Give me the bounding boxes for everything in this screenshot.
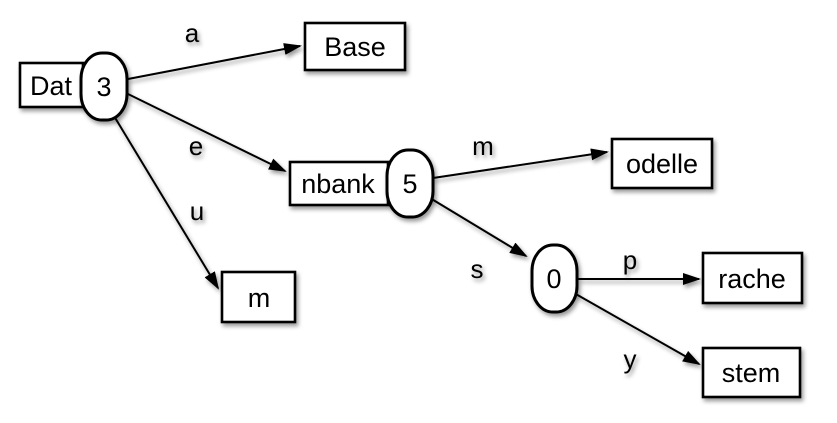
- edge-e-arrow: [127, 93, 287, 172]
- node-base-label: Base: [324, 32, 386, 62]
- node-5-label: 5: [402, 169, 417, 199]
- edge-label-u: u: [190, 196, 204, 226]
- edge-y-arrow: [573, 292, 701, 365]
- node-nbank-label: nbank: [301, 169, 375, 199]
- nodes-layer: Dat 3 Base nbank 5 od: [18, 21, 804, 399]
- node-base-box: [303, 21, 407, 72]
- node-3-oval: [79, 51, 129, 122]
- node-3: 3: [79, 51, 129, 122]
- edge-label-m: m: [472, 131, 494, 161]
- node-nbank-box: [288, 160, 390, 207]
- node-stem: stem: [701, 346, 802, 399]
- node-stem-label: stem: [722, 358, 781, 388]
- node-5: 5: [385, 148, 435, 219]
- edge-label-a: a: [185, 18, 200, 48]
- node-m: m: [220, 270, 297, 324]
- node-0-oval: [530, 243, 579, 314]
- node-rache-box: [701, 251, 804, 305]
- node-5-oval: [385, 148, 435, 219]
- edge-a-arrow: [127, 43, 302, 80]
- node-0-label: 0: [546, 264, 561, 294]
- node-odelle-box: [610, 137, 714, 190]
- edge-m-arrow: [432, 148, 609, 179]
- edge-label-s: s: [471, 254, 484, 284]
- edge-label-y: y: [624, 344, 637, 374]
- node-m-label: m: [248, 283, 271, 313]
- node-dat-label: Dat: [30, 71, 73, 101]
- node-rache: rache: [701, 251, 804, 305]
- node-odelle-label: odelle: [626, 149, 698, 179]
- edge-s-arrow: [429, 197, 528, 258]
- node-nbank: nbank: [288, 160, 390, 207]
- node-rache-label: rache: [718, 264, 786, 294]
- node-0: 0: [530, 243, 579, 314]
- edge-u-arrow: [113, 115, 220, 290]
- node-base: Base: [303, 21, 407, 72]
- edge-label-p: p: [623, 245, 637, 275]
- node-dat: Dat: [18, 61, 85, 109]
- edge-label-e: e: [189, 131, 203, 161]
- node-dat-box: [18, 61, 85, 109]
- node-3-label: 3: [96, 72, 111, 102]
- node-m-box: [220, 270, 297, 324]
- edges-layer: a e u m s p y: [113, 18, 701, 374]
- node-stem-box: [701, 346, 802, 399]
- node-odelle: odelle: [610, 137, 714, 190]
